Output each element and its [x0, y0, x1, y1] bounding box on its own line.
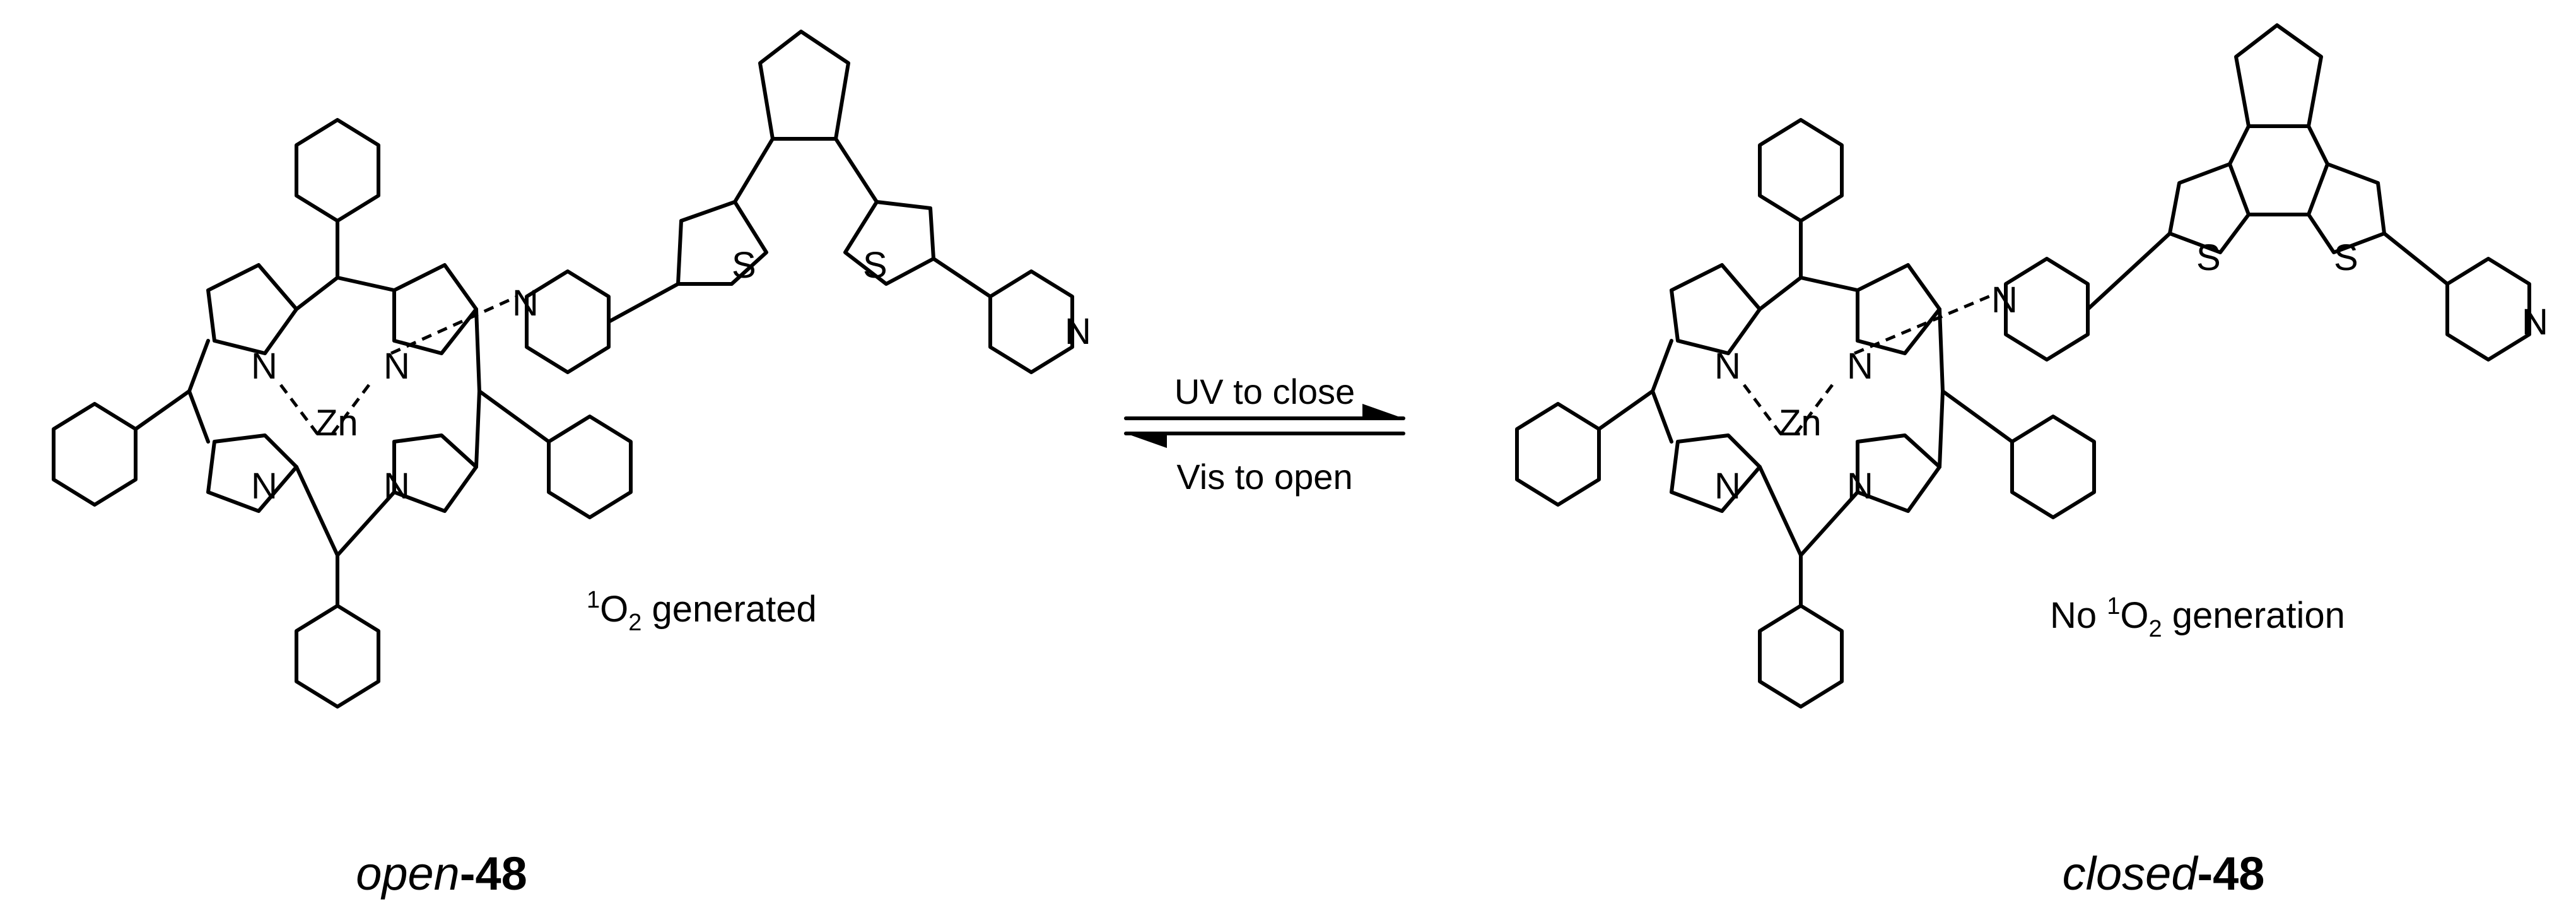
closed-pyridine-nitrogen-left: N	[1991, 280, 2018, 321]
open-zinc-atom: Zn	[315, 403, 358, 444]
open-sulfur-left: S	[732, 245, 756, 286]
reverse-condition-label: Vis to open	[1176, 457, 1352, 497]
closed-form-structure: Zn N N N N N N S S No 1O2 generation clo…	[1515, 23, 2548, 900]
closed-zinc-atom: Zn	[1779, 403, 1822, 444]
open-nitrogen-2: N	[383, 346, 410, 387]
open-porphyrin-skeleton	[52, 30, 1074, 709]
forward-condition-label: UV to close	[1174, 372, 1355, 411]
closed-nitrogen-2: N	[1847, 346, 1873, 387]
closed-porphyrin-skeleton	[1515, 23, 2531, 709]
closed-nitrogen-4: N	[1847, 466, 1873, 507]
open-sulfur-right: S	[863, 245, 887, 286]
closed-sulfur-left: S	[2196, 237, 2221, 278]
equilibrium-arrows: UV to close Vis to open	[1124, 372, 1405, 497]
open-coordination-bonds	[279, 295, 518, 437]
closed-form-caption: closed-48	[2063, 847, 2265, 900]
closed-nitrogen-3: N	[1714, 466, 1741, 507]
closed-nitrogen-1: N	[1714, 346, 1741, 387]
open-pyridine-nitrogen-right: N	[1065, 311, 1091, 352]
open-nitrogen-1: N	[251, 346, 278, 387]
closed-pyridine-nitrogen-right: N	[2522, 302, 2548, 343]
closed-singlet-oxygen-note: No 1O2 generation	[2050, 593, 2345, 642]
closed-coordination-bonds	[1743, 292, 1997, 437]
open-singlet-oxygen-note: 1O2 generated	[587, 587, 817, 636]
open-nitrogen-3: N	[251, 466, 278, 507]
closed-sulfur-right: S	[2334, 237, 2358, 278]
open-form-structure: Zn N N N N N N S S 1O2 generated open-48	[52, 30, 1091, 900]
open-pyridine-nitrogen-left: N	[512, 283, 539, 324]
open-nitrogen-4: N	[383, 466, 410, 507]
open-form-caption: open-48	[356, 847, 527, 900]
